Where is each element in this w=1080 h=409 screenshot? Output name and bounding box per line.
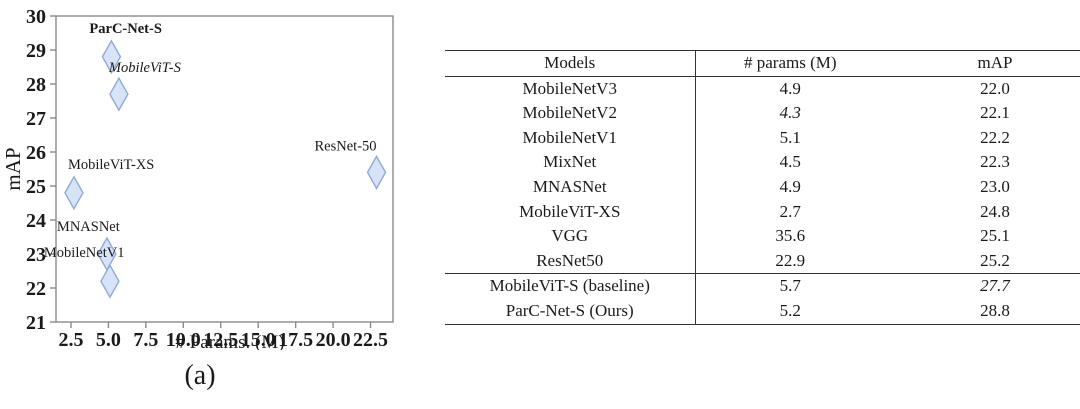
column-header-map: mAP xyxy=(977,53,1013,72)
table-row: MobileViT-S (baseline) 5.7 27.7 xyxy=(445,273,1080,300)
cell-map: 25.1 xyxy=(980,226,1010,246)
cell-model: MobileNetV1 xyxy=(445,125,696,151)
table-row: MobileNetV1 5.1 22.2 xyxy=(445,125,1080,151)
y-tick-label: 25 xyxy=(26,176,46,198)
y-tick-label: 30 xyxy=(26,6,46,28)
cell-model: VGG xyxy=(445,224,696,249)
cell-params: 4.9 xyxy=(779,78,801,98)
scatter-marker-diamond xyxy=(109,76,129,112)
cell-model: MobileViT-XS xyxy=(445,199,696,225)
scatter-marker-diamond xyxy=(366,154,387,190)
table-row: ParC-Net-S (Ours) 5.2 28.8 xyxy=(445,299,1080,325)
cell-map: 22.0 xyxy=(980,78,1010,98)
cell-map: 22.2 xyxy=(980,127,1010,147)
y-tick-label: 21 xyxy=(26,312,46,334)
table-row: VGG 35.6 25.1 xyxy=(445,224,1080,249)
scatter-point-label: MobileViT-S xyxy=(108,60,182,76)
scatter-marker-diamond xyxy=(101,39,122,75)
y-axis-title: mAP xyxy=(1,147,25,190)
cell-params: 4.3 xyxy=(779,103,801,123)
x-tick-label: 15.0 xyxy=(241,329,276,350)
table-header-row: Models # params (M) mAP xyxy=(445,50,1080,77)
table-row: MixNet 4.5 22.3 xyxy=(445,150,1080,176)
x-axis-title: # Params. (M) xyxy=(175,332,284,350)
table-row: MobileViT-XS 2.7 24.8 xyxy=(445,199,1080,225)
y-tick-label: 23 xyxy=(26,244,46,266)
table-head: Models # params (M) mAP xyxy=(445,50,1080,77)
cell-params: 5.1 xyxy=(779,127,801,147)
cell-model: ParC-Net-S (Ours) xyxy=(445,299,696,325)
cell-model: MNASNet xyxy=(445,175,696,200)
cell-map: 24.8 xyxy=(980,201,1010,221)
scatter-point-label: MNASNet xyxy=(57,219,120,235)
cell-params: 4.5 xyxy=(779,152,801,172)
x-tick-label: 22.5 xyxy=(353,329,388,350)
cell-map: 27.7 xyxy=(980,276,1010,296)
table-row: MNASNet 4.9 23.0 xyxy=(445,175,1080,200)
caption-a: (a) xyxy=(184,360,216,391)
y-axis-ticks: 30 29 28 27 26 25 24 23 22 21 xyxy=(26,6,56,334)
column-header-models: Models xyxy=(445,50,696,77)
x-tick-label: 10.0 xyxy=(166,329,201,350)
cell-model: MobileNetV2 xyxy=(445,101,696,126)
cell-params: 5.7 xyxy=(779,276,801,296)
cell-params: 35.6 xyxy=(775,226,806,246)
x-tick-label: 2.5 xyxy=(58,329,83,350)
x-tick-label: 5.0 xyxy=(96,329,121,350)
y-tick-label: 24 xyxy=(26,210,46,232)
cell-params: 22.9 xyxy=(775,250,806,270)
y-tick-label: 29 xyxy=(26,40,46,62)
cell-model: ResNet50 xyxy=(445,248,696,274)
y-tick-label: 28 xyxy=(26,74,46,96)
x-tick-label: 20.0 xyxy=(316,329,351,350)
cell-params: 2.7 xyxy=(779,201,801,221)
figure-b-table-panel: Models # params (M) mAP MobileNetV3 4.9 22… xyxy=(440,0,1080,409)
cell-map: 23.0 xyxy=(980,177,1010,197)
scatter-marker-diamond xyxy=(64,175,84,211)
scatter-point-label: ResNet-50 xyxy=(315,138,377,154)
x-tick-label: 12.5 xyxy=(203,329,238,350)
cell-map: 22.1 xyxy=(980,103,1010,123)
table-row: MobileNetV2 4.3 22.1 xyxy=(445,101,1080,126)
cell-params: 5.2 xyxy=(779,301,801,321)
cell-model: MixNet xyxy=(445,150,696,176)
y-tick-label: 22 xyxy=(26,278,46,300)
cell-map: 28.8 xyxy=(980,301,1010,321)
x-tick-label: 7.5 xyxy=(133,329,158,350)
plot-frame xyxy=(55,15,394,323)
scatter-data-points: ParC-Net-S MobileViT-S ResNet-50MobileViT-… xyxy=(44,21,387,299)
column-header-params: # params (M) xyxy=(743,53,837,72)
scatter-point-label: ParC-Net-S xyxy=(89,21,161,37)
results-table: Models # params (M) mAP MobileNetV3 4.9 22… xyxy=(445,50,1080,325)
cell-model: MobileNetV3 xyxy=(445,76,696,102)
cell-params: 4.9 xyxy=(779,177,801,197)
cell-map: 25.2 xyxy=(980,250,1010,270)
scatter-marker-diamond xyxy=(100,263,120,299)
y-tick-label: 26 xyxy=(26,142,46,164)
table-row: MobileNetV3 4.9 22.0 xyxy=(445,76,1080,102)
cell-map: 22.3 xyxy=(980,152,1010,172)
y-tick-label: 27 xyxy=(26,108,46,130)
x-tick-label: 17.5 xyxy=(278,329,313,350)
table-row: ResNet50 22.9 25.2 xyxy=(445,248,1080,274)
scatter-point-label: MobileNetV1 xyxy=(44,245,125,261)
scatter-point-label: MobileViT-XS xyxy=(68,157,154,173)
cell-model: MobileViT-S (baseline) xyxy=(445,273,696,300)
